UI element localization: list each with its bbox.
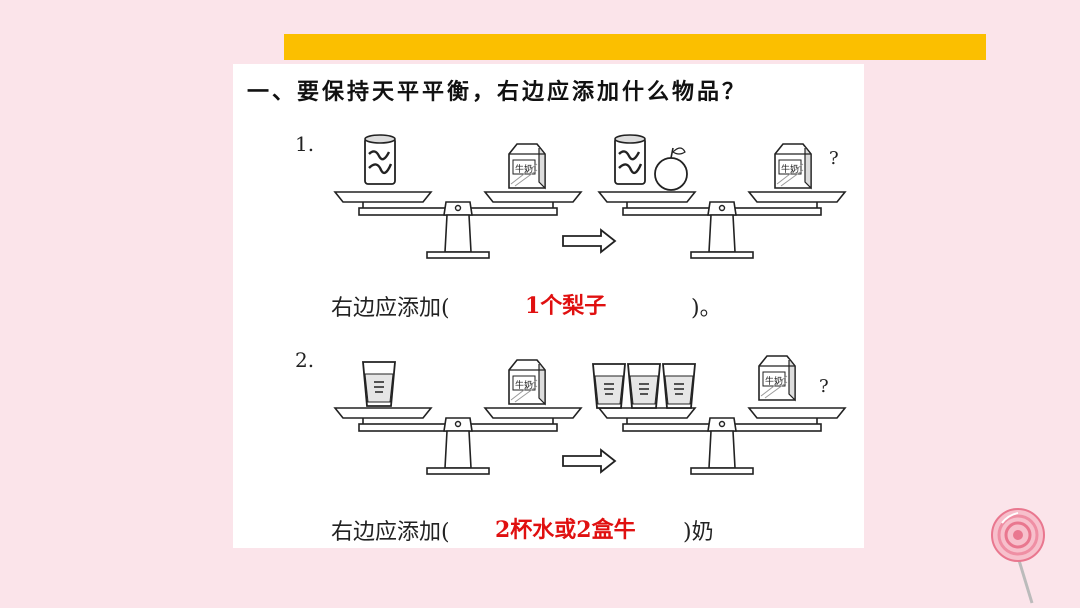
question-1-number: 1.	[295, 132, 315, 156]
water-cup-icon	[627, 363, 661, 409]
q1-left-scale	[334, 133, 582, 259]
worksheet-heading: 一、要保持天平平衡，右边应添加什么物品？	[247, 80, 748, 105]
answer-prompt: 右边应添加(	[331, 520, 450, 545]
balance-scenes: 牛奶 牛奶 牛奶 牛奶 ? ?	[334, 133, 846, 475]
lollipop-icon	[991, 508, 1045, 604]
carton-label: 牛奶	[765, 375, 783, 387]
carton-label: 牛奶	[781, 163, 799, 175]
pear-icon	[654, 147, 688, 191]
answer-close: )。	[691, 296, 722, 321]
question-1-answer: 1个梨子	[525, 293, 607, 319]
answer-close: )奶	[683, 520, 714, 545]
q1-right-scale	[598, 133, 846, 259]
question-2-answer-line: 右边应添加(	[331, 514, 450, 546]
question-2-answer: 2杯水或2盒牛	[495, 517, 636, 543]
question-2-number: 2.	[295, 348, 315, 372]
answer-prompt: 右边应添加(	[331, 296, 450, 321]
carton-label: 牛奶	[515, 163, 533, 175]
q2-left-scale	[334, 359, 582, 475]
q2-right-scale	[592, 355, 846, 475]
water-cup-icon	[362, 361, 396, 407]
worksheet: 一、要保持天平平衡，右边应添加什么物品？ 1.	[233, 64, 864, 548]
soda-can-icon	[363, 133, 397, 186]
water-cup-icon	[662, 363, 696, 409]
arrow-right-icon	[562, 229, 616, 253]
question-mark: ?	[829, 148, 839, 169]
question-mark: ?	[819, 376, 829, 397]
soda-can-icon	[613, 133, 647, 186]
title-banner	[284, 34, 986, 60]
question-1-answer-line: 右边应添加(	[331, 290, 450, 322]
carton-label: 牛奶	[515, 379, 533, 391]
arrow-right-icon	[562, 449, 616, 473]
water-cup-icon	[592, 363, 626, 409]
